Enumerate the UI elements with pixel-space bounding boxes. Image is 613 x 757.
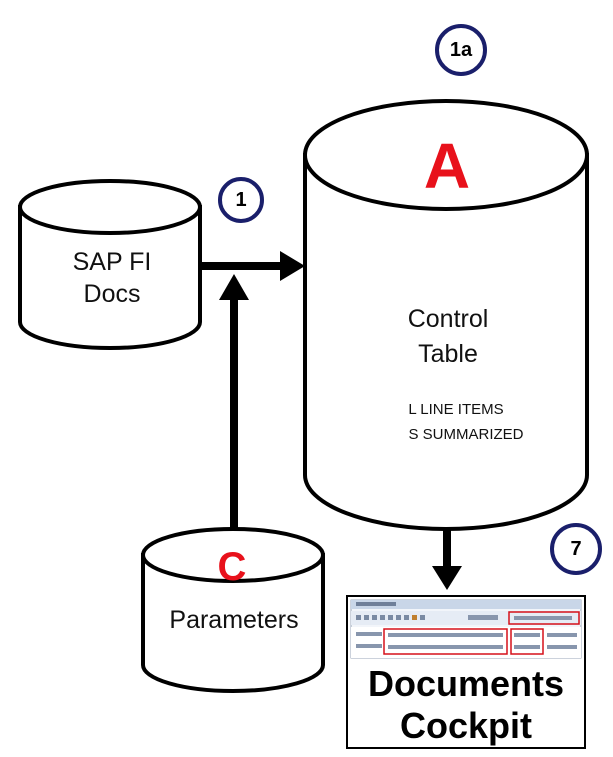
- control-table-line2: Table: [418, 340, 478, 368]
- parameters-cylinder: C Parameters: [141, 527, 325, 693]
- step-badge-7: 7: [550, 523, 602, 575]
- parameters-letter: C: [218, 545, 247, 589]
- step-badge-1: 1: [218, 177, 264, 223]
- control-table-item-summarized: S SUMMARIZED: [408, 426, 523, 443]
- control-table-item-line-items: L LINE ITEMS: [408, 401, 503, 418]
- control-table-cylinder: A Control Table L LINE ITEMS S SUMMARIZE…: [303, 99, 589, 531]
- cockpit-title-line1: Documents: [368, 663, 564, 704]
- svg-text:1: 1: [235, 189, 246, 211]
- control-table-line1: Control: [408, 305, 489, 333]
- sap-fi-docs-line2: Docs: [84, 280, 141, 308]
- sap-fi-docs-line1: SAP FI: [73, 248, 152, 276]
- cockpit-screenshot-thumbnail: [350, 599, 582, 659]
- arrow-parameters-up: [219, 274, 249, 530]
- sap-fi-docs-cylinder: SAP FI Docs: [18, 179, 202, 350]
- control-table-letter: A: [424, 130, 470, 202]
- parameters-label: Parameters: [169, 606, 298, 634]
- step-badge-1a: 1a: [435, 24, 487, 76]
- svg-text:7: 7: [570, 538, 581, 560]
- arrow-sap-to-control: [202, 251, 305, 281]
- arrow-control-to-cockpit: [432, 530, 462, 590]
- svg-text:1a: 1a: [450, 39, 473, 61]
- documents-cockpit-box: Documents Cockpit: [346, 595, 586, 749]
- cockpit-title-line2: Cockpit: [400, 705, 532, 746]
